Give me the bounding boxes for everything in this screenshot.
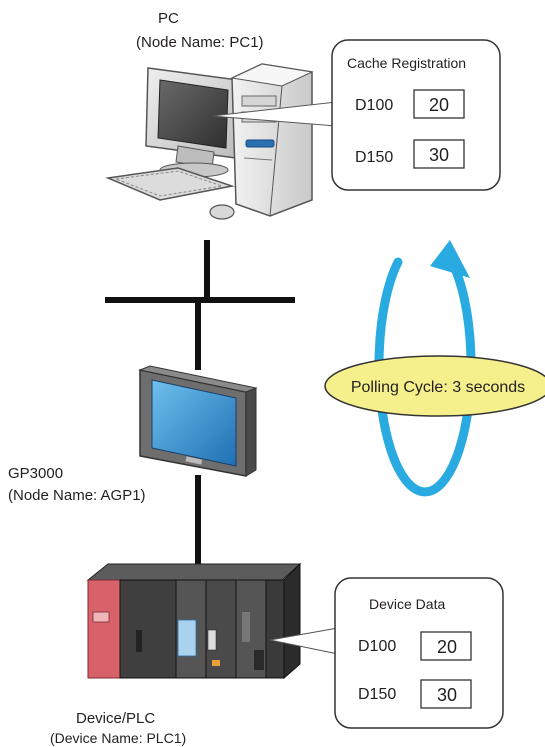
gp-label: GP3000: [8, 465, 64, 482]
pc-callout-title: Cache Registration: [347, 55, 466, 71]
polling-cycle-arrow: [374, 240, 476, 497]
pc-label: PC: [158, 10, 179, 27]
pc-tower-icon: [230, 63, 314, 217]
mouse-icon: [209, 204, 235, 220]
gp3000-display-icon: [138, 365, 258, 477]
network-cable: [105, 240, 295, 565]
cycle-arrowhead-icon: [430, 240, 470, 278]
gp-node-name: (Node Name: AGP1): [8, 487, 146, 504]
plc-row1-device: D100: [358, 638, 396, 655]
pc-monitor-icon: [145, 67, 239, 178]
plc-device-data-callout: Device Data D100 20 D150 30: [334, 577, 504, 729]
plc-row2-value: 30: [437, 685, 457, 705]
plc-callout-title: Device Data: [369, 596, 445, 612]
polling-label: Polling Cycle: 3 seconds: [351, 379, 525, 396]
pc-row1-value: 20: [429, 95, 449, 115]
pc-row2-value: 30: [429, 145, 449, 165]
plc-row2-value-box: [420, 679, 472, 709]
plc-row1-value: 20: [437, 637, 457, 657]
keyboard-icon: [105, 167, 235, 201]
pc-cache-callout: Cache Registration D100 20 D150 30: [331, 39, 501, 191]
pc-row2-value-box: [413, 139, 465, 169]
plc-rack-icon: [86, 562, 302, 680]
plc-label: Device/PLC: [76, 710, 156, 727]
plc-row2-device: D150: [358, 686, 396, 703]
pc-row1-value-box: [413, 89, 465, 119]
pc-node-name: (Node Name: PC1): [136, 34, 264, 51]
polling-bubble: Polling Cycle: 3 seconds: [324, 355, 545, 417]
plc-device-name: (Device Name: PLC1): [50, 730, 187, 746]
plc-row1-value-box: [420, 631, 472, 661]
pc-row1-device: D100: [355, 97, 393, 114]
pc-row2-device: D150: [355, 149, 393, 166]
